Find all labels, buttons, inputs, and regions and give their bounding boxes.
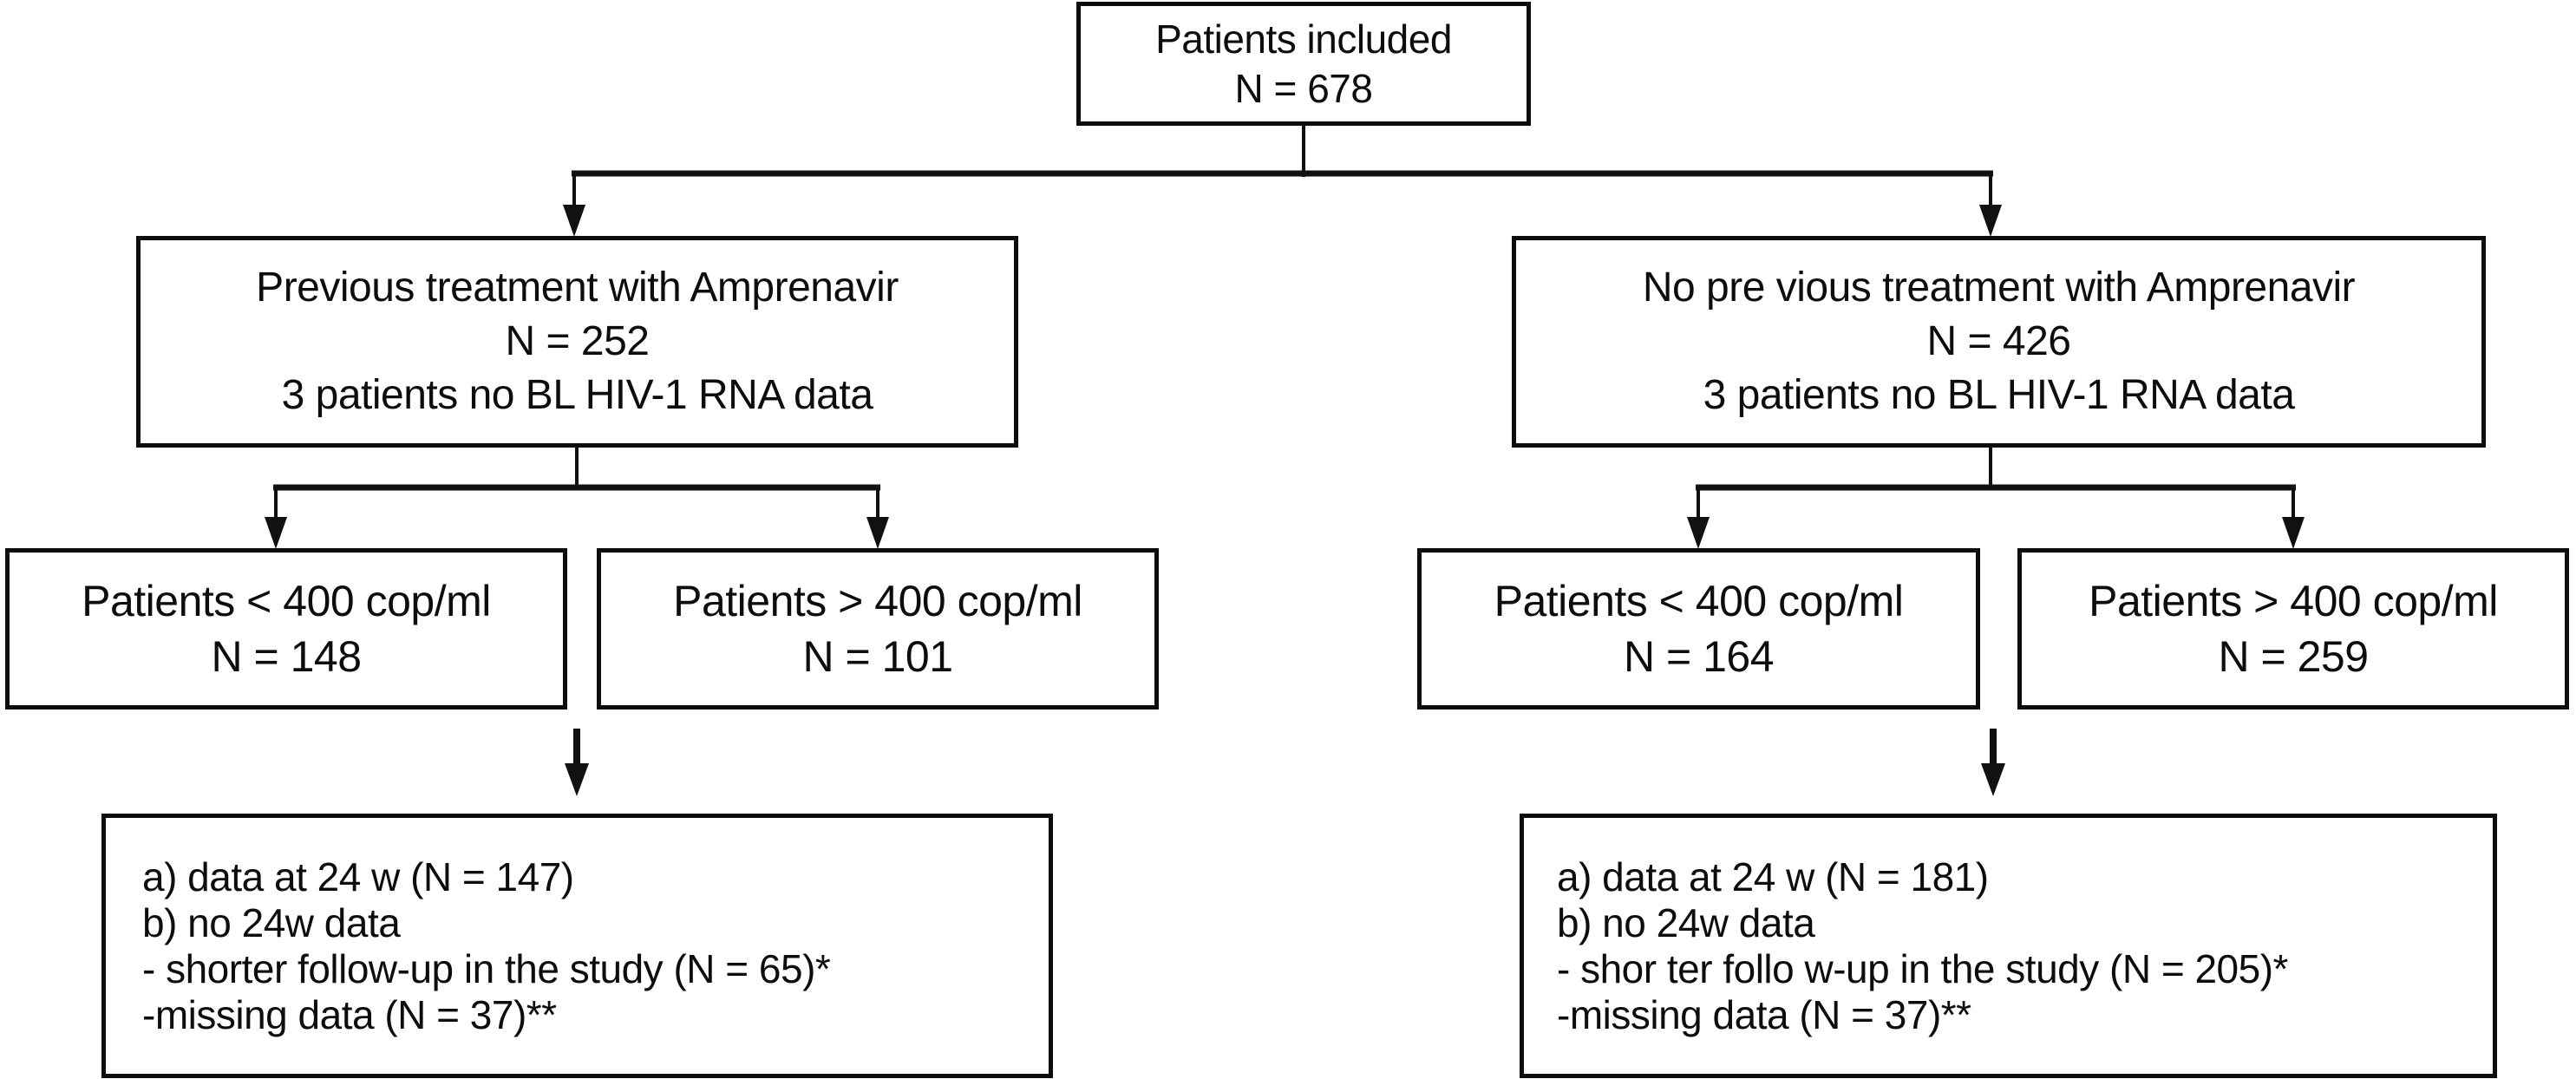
- box-line: - shor ter follo w-up in the study (N = …: [1557, 945, 2288, 991]
- box-line: - shorter follow-up in the study (N = 65…: [142, 945, 831, 991]
- box-line: Patients included: [1155, 16, 1452, 62]
- box-line: -missing data (N = 37)**: [142, 991, 557, 1037]
- arrowhead-icon: [1981, 763, 2005, 796]
- arrowhead-icon: [265, 517, 287, 549]
- box-noprev-gt-400: Patients > 400 cop/ml N = 259: [2017, 548, 2569, 710]
- arrowhead-icon: [1979, 205, 2002, 237]
- box-line: a) data at 24 w (N = 147): [142, 853, 574, 899]
- box-line: N = 252: [505, 318, 650, 364]
- arrowhead-icon: [2282, 517, 2305, 549]
- box-line: Previous treatment with Amprenavir: [256, 265, 899, 311]
- connector-prev-to-level3: [265, 448, 889, 549]
- box-line: b) no 24w data: [142, 899, 401, 945]
- box-line: 3 patients no BL HIV-1 RNA data: [281, 372, 873, 418]
- box-prev-outcome: a) data at 24 w (N = 147) b) no 24w data…: [101, 814, 1053, 1078]
- box-line: Patients > 400 cop/ml: [2089, 577, 2498, 625]
- arrowhead-icon: [866, 517, 889, 549]
- box-line: N = 101: [802, 632, 953, 681]
- box-patients-included: Patients included N = 678: [1076, 2, 1531, 126]
- box-line: a) data at 24 w (N = 181): [1557, 853, 1989, 899]
- box-noprev-outcome: a) data at 24 w (N = 181) b) no 24w data…: [1520, 814, 2497, 1078]
- box-line: Patients < 400 cop/ml: [1494, 577, 1904, 625]
- box-no-previous-treatment: No pre vious treatment with Amprenavir N…: [1512, 236, 2486, 448]
- connector-root-to-level2: [563, 126, 2002, 237]
- box-prev-lt-400: Patients < 400 cop/ml N = 148: [5, 548, 567, 710]
- connector-to-outcome-left: [565, 729, 589, 796]
- arrowhead-icon: [1687, 517, 1710, 549]
- box-line: N = 259: [2218, 632, 2369, 681]
- box-previous-treatment: Previous treatment with Amprenavir N = 2…: [136, 236, 1018, 448]
- box-line: N = 426: [1926, 318, 2071, 364]
- box-line: b) no 24w data: [1557, 899, 1815, 945]
- box-line: -missing data (N = 37)**: [1557, 991, 1971, 1037]
- arrowhead-icon: [565, 763, 589, 796]
- box-line: Patients < 400 cop/ml: [82, 577, 491, 625]
- connector-to-outcome-right: [1981, 729, 2005, 796]
- connector-noprev-to-level3: [1687, 448, 2305, 549]
- arrowhead-icon: [563, 205, 585, 237]
- box-line: No pre vious treatment with Amprenavir: [1642, 265, 2356, 311]
- box-line: N = 164: [1623, 632, 1775, 681]
- box-noprev-lt-400: Patients < 400 cop/ml N = 164: [1417, 548, 1980, 710]
- box-line: 3 patients no BL HIV-1 RNA data: [1703, 372, 2295, 418]
- box-prev-gt-400: Patients > 400 cop/ml N = 101: [597, 548, 1159, 710]
- box-line: N = 678: [1234, 65, 1373, 111]
- box-line: Patients > 400 cop/ml: [673, 577, 1082, 625]
- box-line: N = 148: [211, 632, 362, 681]
